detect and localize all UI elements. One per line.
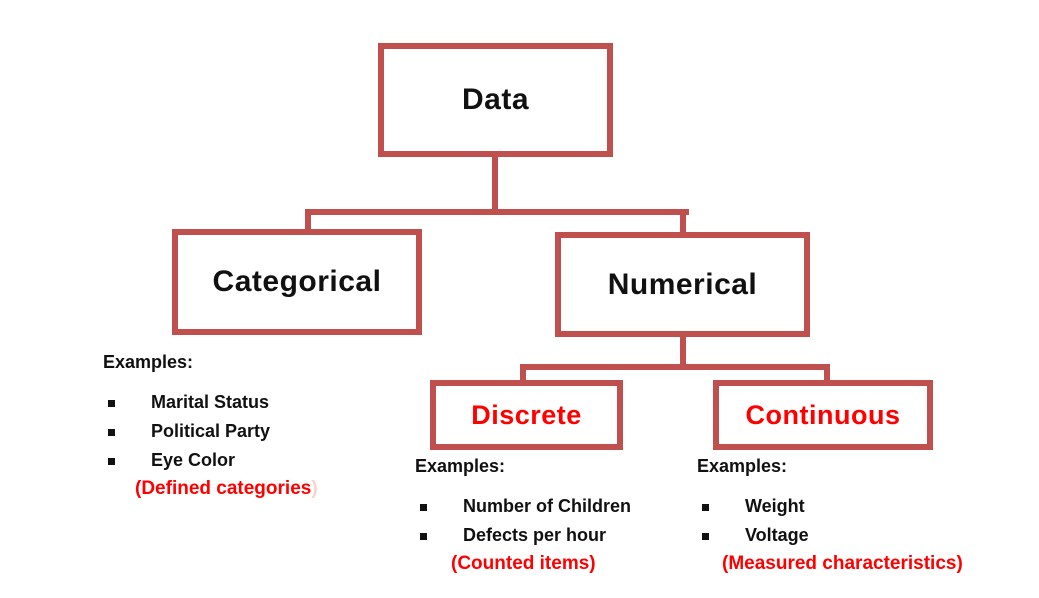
square-bullet-icon [108, 457, 115, 465]
connector-discrete-stub [520, 364, 526, 384]
discrete-examples-heading: Examples: [415, 456, 506, 476]
node-numerical: Numerical [555, 232, 810, 337]
square-bullet-icon [420, 503, 427, 511]
list-item-label: Eye Color [151, 450, 236, 470]
categorical-note-faded-paren: ) [311, 478, 318, 499]
node-data: Data [378, 43, 613, 157]
list-item: Eye Color [103, 446, 318, 475]
continuous-examples-heading: Examples: [697, 456, 788, 476]
list-item-label: Voltage [745, 525, 809, 545]
list-item-label: Weight [745, 496, 805, 516]
continuous-note: (Measured characteristics) [722, 553, 963, 574]
list-item: Marital Status [103, 388, 318, 417]
node-numerical-label: Numerical [607, 267, 758, 301]
node-continuous: Continuous [713, 380, 933, 450]
continuous-examples-group: Examples: Weight Voltage (Measured chara… [697, 456, 963, 575]
node-categorical: Categorical [172, 229, 422, 335]
categorical-examples-heading: Examples: [103, 352, 194, 372]
node-data-label: Data [461, 83, 530, 116]
list-item: Weight [697, 492, 963, 521]
list-item-label: Marital Status [151, 392, 270, 412]
list-item-label: Political Party [151, 421, 271, 441]
discrete-examples-group: Examples: Number of Children Defects per… [415, 456, 631, 575]
square-bullet-icon [108, 399, 115, 407]
list-item: Defects per hour [415, 521, 631, 550]
list-item: Voltage [697, 521, 963, 550]
connector-continuous-stub [824, 364, 830, 384]
node-continuous-label: Continuous [745, 399, 901, 430]
square-bullet-icon [702, 503, 709, 511]
square-bullet-icon [108, 428, 115, 436]
node-categorical-label: Categorical [212, 265, 382, 298]
list-item-label: Number of Children [463, 496, 632, 516]
connector-numerical-stub [680, 209, 686, 236]
connector-level1-horizontal [305, 209, 689, 215]
list-item: Political Party [103, 417, 318, 446]
categorical-note: (Defined categories) [135, 478, 318, 500]
connector-level2-horizontal [520, 364, 830, 370]
categorical-note-text: (Defined categories [135, 478, 312, 499]
node-discrete-label: Discrete [471, 399, 582, 430]
square-bullet-icon [702, 532, 709, 540]
list-item: Number of Children [415, 492, 631, 521]
square-bullet-icon [420, 532, 427, 540]
connector-categorical-stub [305, 209, 311, 233]
discrete-note: (Counted items) [451, 553, 596, 574]
categorical-examples-group: Examples: Marital Status Political Party… [103, 352, 318, 500]
list-item-label: Defects per hour [463, 525, 607, 545]
connector-data-vertical [492, 157, 498, 215]
node-discrete: Discrete [430, 380, 623, 450]
connector-numerical-vertical [680, 337, 686, 370]
